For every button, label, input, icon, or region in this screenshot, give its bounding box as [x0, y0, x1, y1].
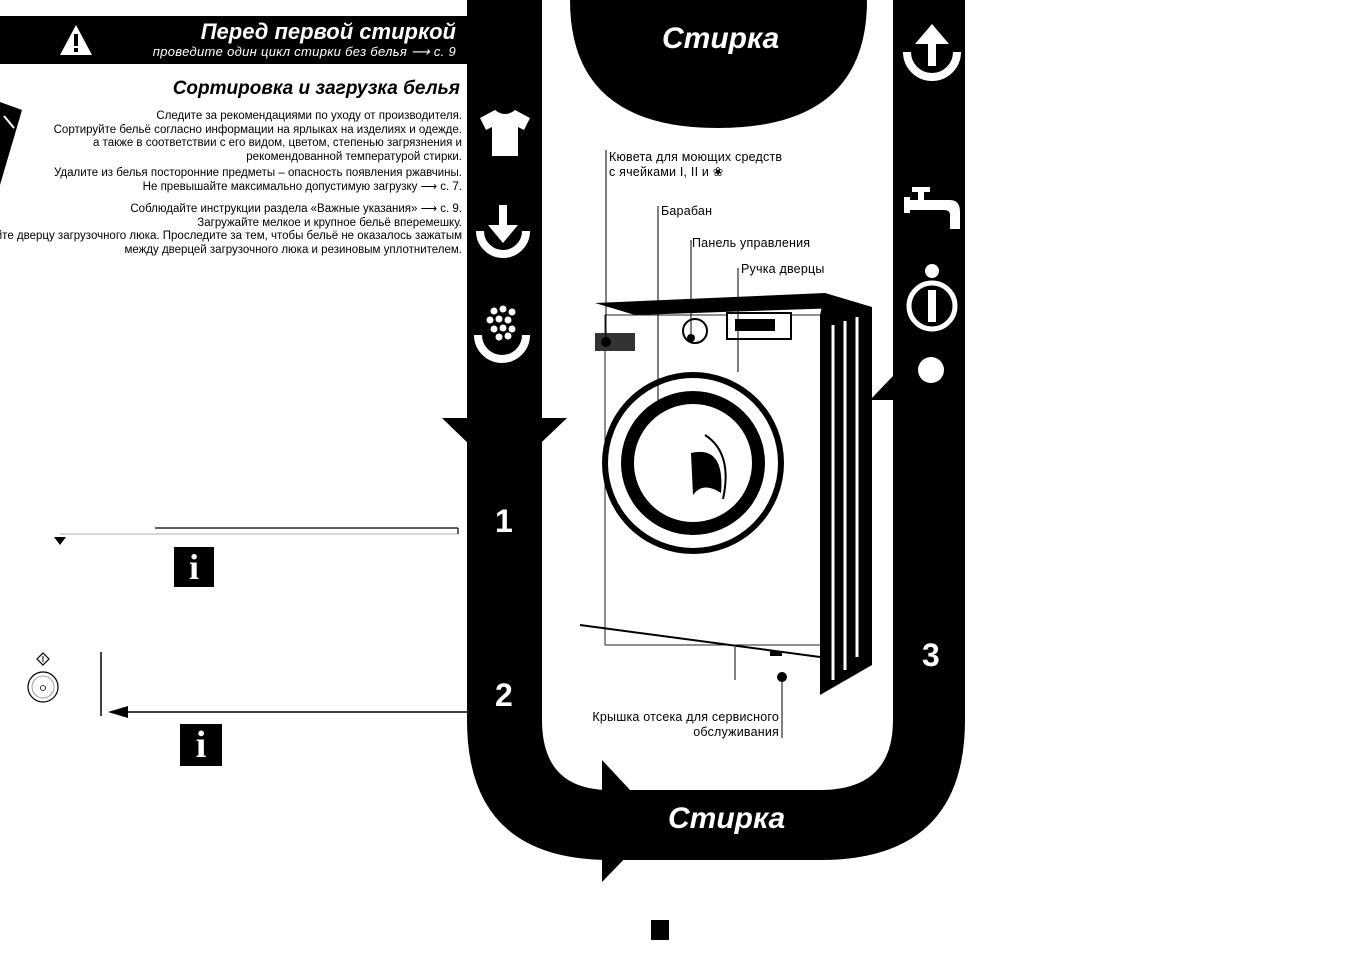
- text-line: Сортируйте бельё согласно информации на …: [53, 123, 462, 136]
- text-line: Не превышайте максимально допустимую заг…: [142, 180, 462, 193]
- warning-icon: [60, 25, 92, 55]
- header-subtitle: проведите один цикл стирки без белья ⟶ с…: [152, 44, 456, 59]
- top-section-title: Стирка: [662, 22, 780, 55]
- start-button-icon: [27, 652, 59, 703]
- text-line: Загружайте мелкое и крупное бельё вперем…: [197, 216, 462, 229]
- shirt-icon: [480, 110, 530, 156]
- page-marker: [651, 920, 669, 940]
- label-line: Кювета для моющих средств: [609, 150, 783, 164]
- text-line: Удалите из белья посторонние предметы – …: [53, 167, 462, 179]
- step-number-3: 3: [922, 637, 940, 673]
- callout-lines: [601, 150, 787, 738]
- label-line: с ячейками I, II и ❀: [609, 165, 724, 179]
- faucet-icon: [904, 187, 960, 229]
- step-number-1: 1: [495, 503, 513, 539]
- dot-icon: [918, 357, 944, 383]
- text-line: Соблюдайте инструкции раздела «Важные ук…: [130, 203, 462, 215]
- info-box-icon: i: [174, 547, 214, 587]
- section-title: Сортировка и загрузка белья: [172, 78, 460, 99]
- paragraph-loading: Соблюдайте инструкции раздела «Важные ук…: [0, 203, 462, 257]
- detergent-dots-icon: [474, 305, 530, 363]
- header-bar: Перед первой стиркой проведите один цикл…: [0, 16, 468, 64]
- paragraph-sorting: Следите за рекомендациями по уходу от пр…: [54, 110, 462, 164]
- text-line: рекомендованной температурой стирки.: [246, 150, 462, 163]
- step-number-2: 2: [495, 677, 513, 713]
- page-edge-wedge: [0, 102, 22, 185]
- text-line: кройте дверцу загрузочного люка. Прослед…: [0, 230, 462, 242]
- text-line: между дверцей загрузочного люка и резино…: [124, 243, 462, 256]
- label-detergent-drawer: Кювета для моющих средств с ячейками I, …: [609, 150, 782, 180]
- label-line: Крышка отсека для сервисного: [592, 710, 779, 724]
- label-line: обслуживания: [693, 725, 779, 739]
- label-service-cover: Крышка отсека для сервисного обслуживани…: [592, 710, 779, 740]
- label-control-panel: Панель управления: [692, 236, 811, 250]
- text-line: Следите за рекомендациями по уходу от пр…: [156, 110, 462, 122]
- info-box-icon: i: [180, 724, 222, 766]
- header-title: Перед первой стиркой: [200, 19, 456, 44]
- download-arrow-icon: [476, 205, 530, 258]
- upload-arrow-icon: [903, 24, 961, 81]
- text-line: а также в соответствии с его видом, цвет…: [92, 137, 462, 149]
- label-drum: Барабан: [661, 204, 713, 218]
- bottom-section-title: Стирка: [668, 802, 786, 835]
- washing-machine-illustration: [579, 293, 872, 695]
- paragraph-foreign-objects: Удалите из белья посторонние предметы – …: [54, 167, 462, 194]
- info-circle-icon: [906, 264, 958, 332]
- label-door-handle: Ручка дверцы: [741, 262, 825, 276]
